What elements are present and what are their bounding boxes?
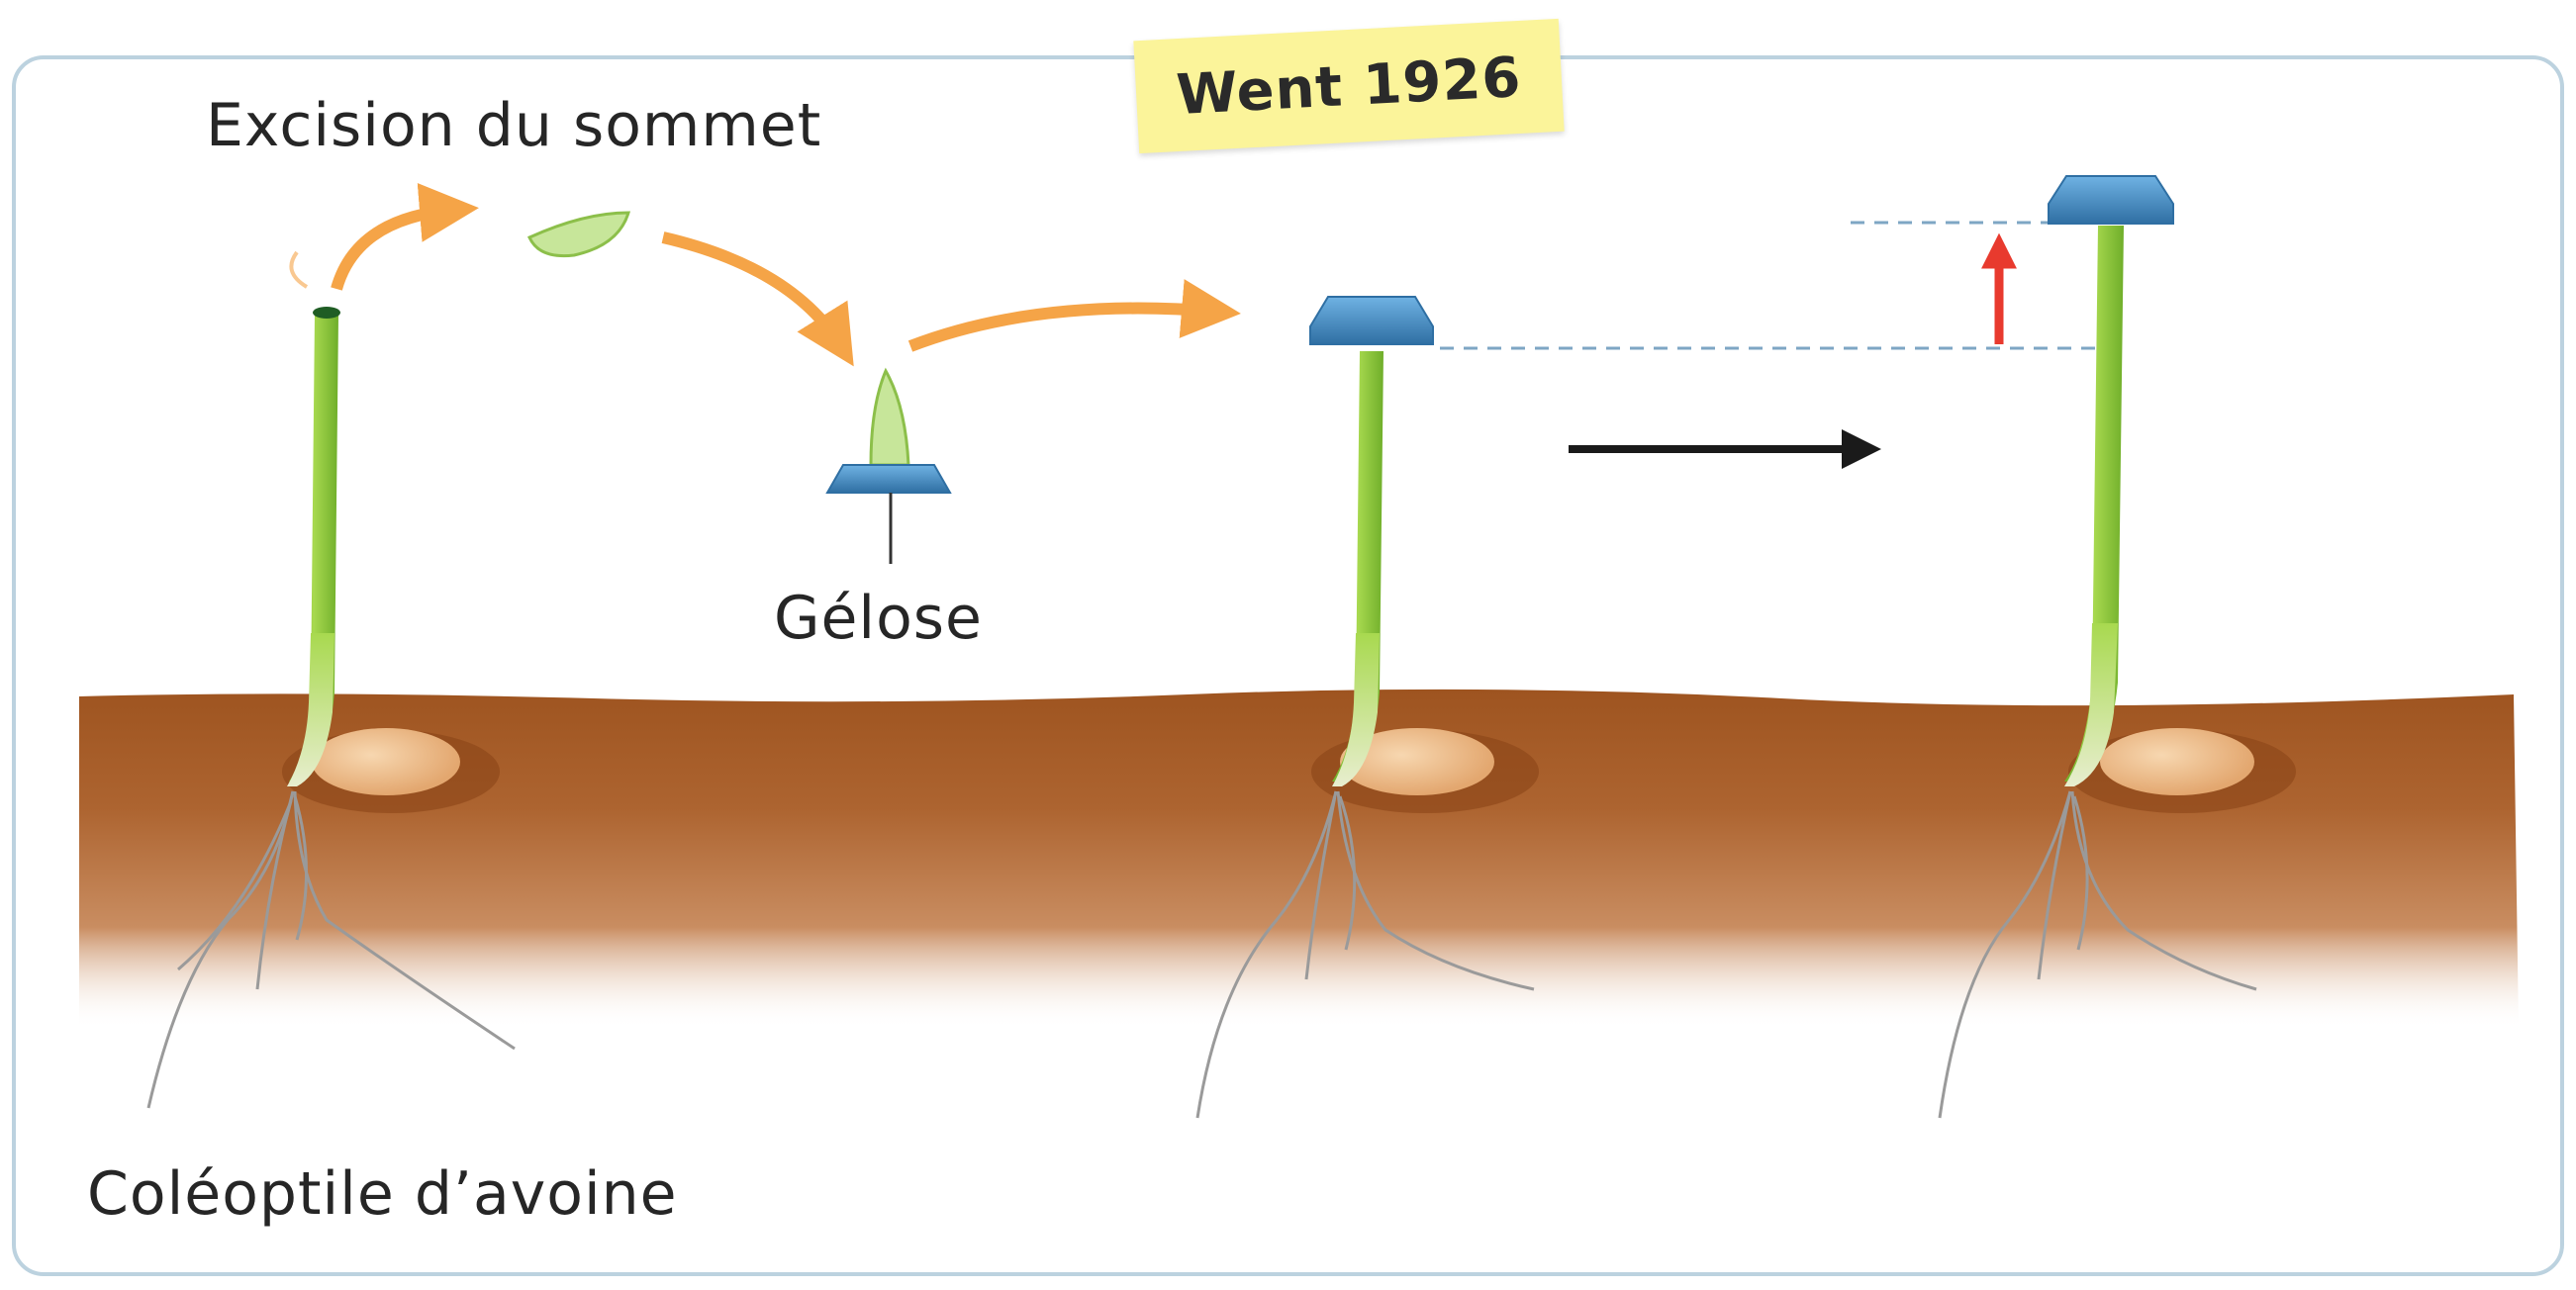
agar-block (827, 465, 950, 493)
diagram-frame (14, 57, 2562, 1274)
diagram-title: Went 1926 (1175, 45, 1523, 127)
agar-cap-3 (2049, 176, 2173, 224)
label-excision: Excision du sommet (206, 91, 821, 160)
title-tag: Went 1926 (1133, 19, 1564, 153)
seed-3 (2100, 728, 2254, 795)
label-agar: Gélose (774, 584, 983, 653)
label-coleoptile: Coléoptile d’avoine (87, 1159, 678, 1229)
seed-1 (312, 728, 460, 795)
agar-cap-2 (1310, 297, 1433, 344)
cut-top-1 (313, 307, 340, 319)
